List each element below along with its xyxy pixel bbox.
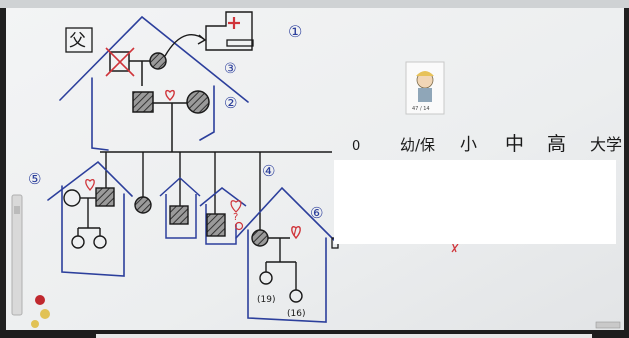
timeline-zero: 0: [352, 139, 360, 154]
house-number-3: ③: [224, 61, 237, 77]
sibling-square: [169, 205, 189, 225]
heart-icon: [85, 178, 95, 191]
sibling-circle: [134, 196, 152, 214]
marker-tray: [11, 194, 23, 316]
house-number-1: ①: [288, 22, 302, 41]
age-label-2: (16): [287, 309, 305, 319]
question-mark: ?: [233, 212, 238, 223]
photo-card: 47 / 14: [405, 61, 445, 115]
house-5-family: [63, 187, 115, 249]
house-6-family: [251, 229, 303, 303]
house-number-4: ④: [262, 162, 275, 180]
magnets: [31, 295, 50, 328]
timeline-label-4: 大学: [590, 135, 622, 154]
heart-icon: [230, 200, 242, 213]
house-numbers: ① ② ③ ④ ⑤ ⑥: [28, 22, 323, 222]
left-marker-box: [65, 27, 93, 53]
deceased-cross: [105, 47, 135, 77]
sibling-house-b: [199, 187, 247, 245]
sibling-line: [100, 151, 332, 230]
house-number-2: ②: [224, 94, 237, 112]
redaction-box: [334, 160, 616, 244]
heart-icon: [165, 89, 175, 101]
timeline-label-1: 小: [460, 135, 477, 155]
sibling-house-a: [159, 176, 201, 239]
age-label-1: (19): [257, 295, 275, 305]
card-caption: 47 / 14: [412, 106, 430, 112]
family-house-main: [59, 15, 249, 151]
timeline-label-0: 幼/保: [400, 136, 435, 154]
timeline: 0 幼/保 小 中 高 大学: [352, 133, 622, 155]
board-label-sticker: [595, 321, 621, 329]
left-marker-text: 父: [69, 31, 86, 51]
house-6: [235, 186, 335, 323]
timeline-label-3: 高: [547, 133, 566, 155]
sibling-square: [206, 213, 226, 237]
parents: [132, 90, 210, 152]
timeline-label-2: 中: [505, 133, 524, 155]
house-number-6: ⑥: [310, 204, 323, 222]
house-5: [47, 160, 133, 277]
grandparents: [109, 51, 167, 86]
hospital-icon: [226, 39, 254, 47]
house-number-5: ⑤: [28, 170, 41, 188]
